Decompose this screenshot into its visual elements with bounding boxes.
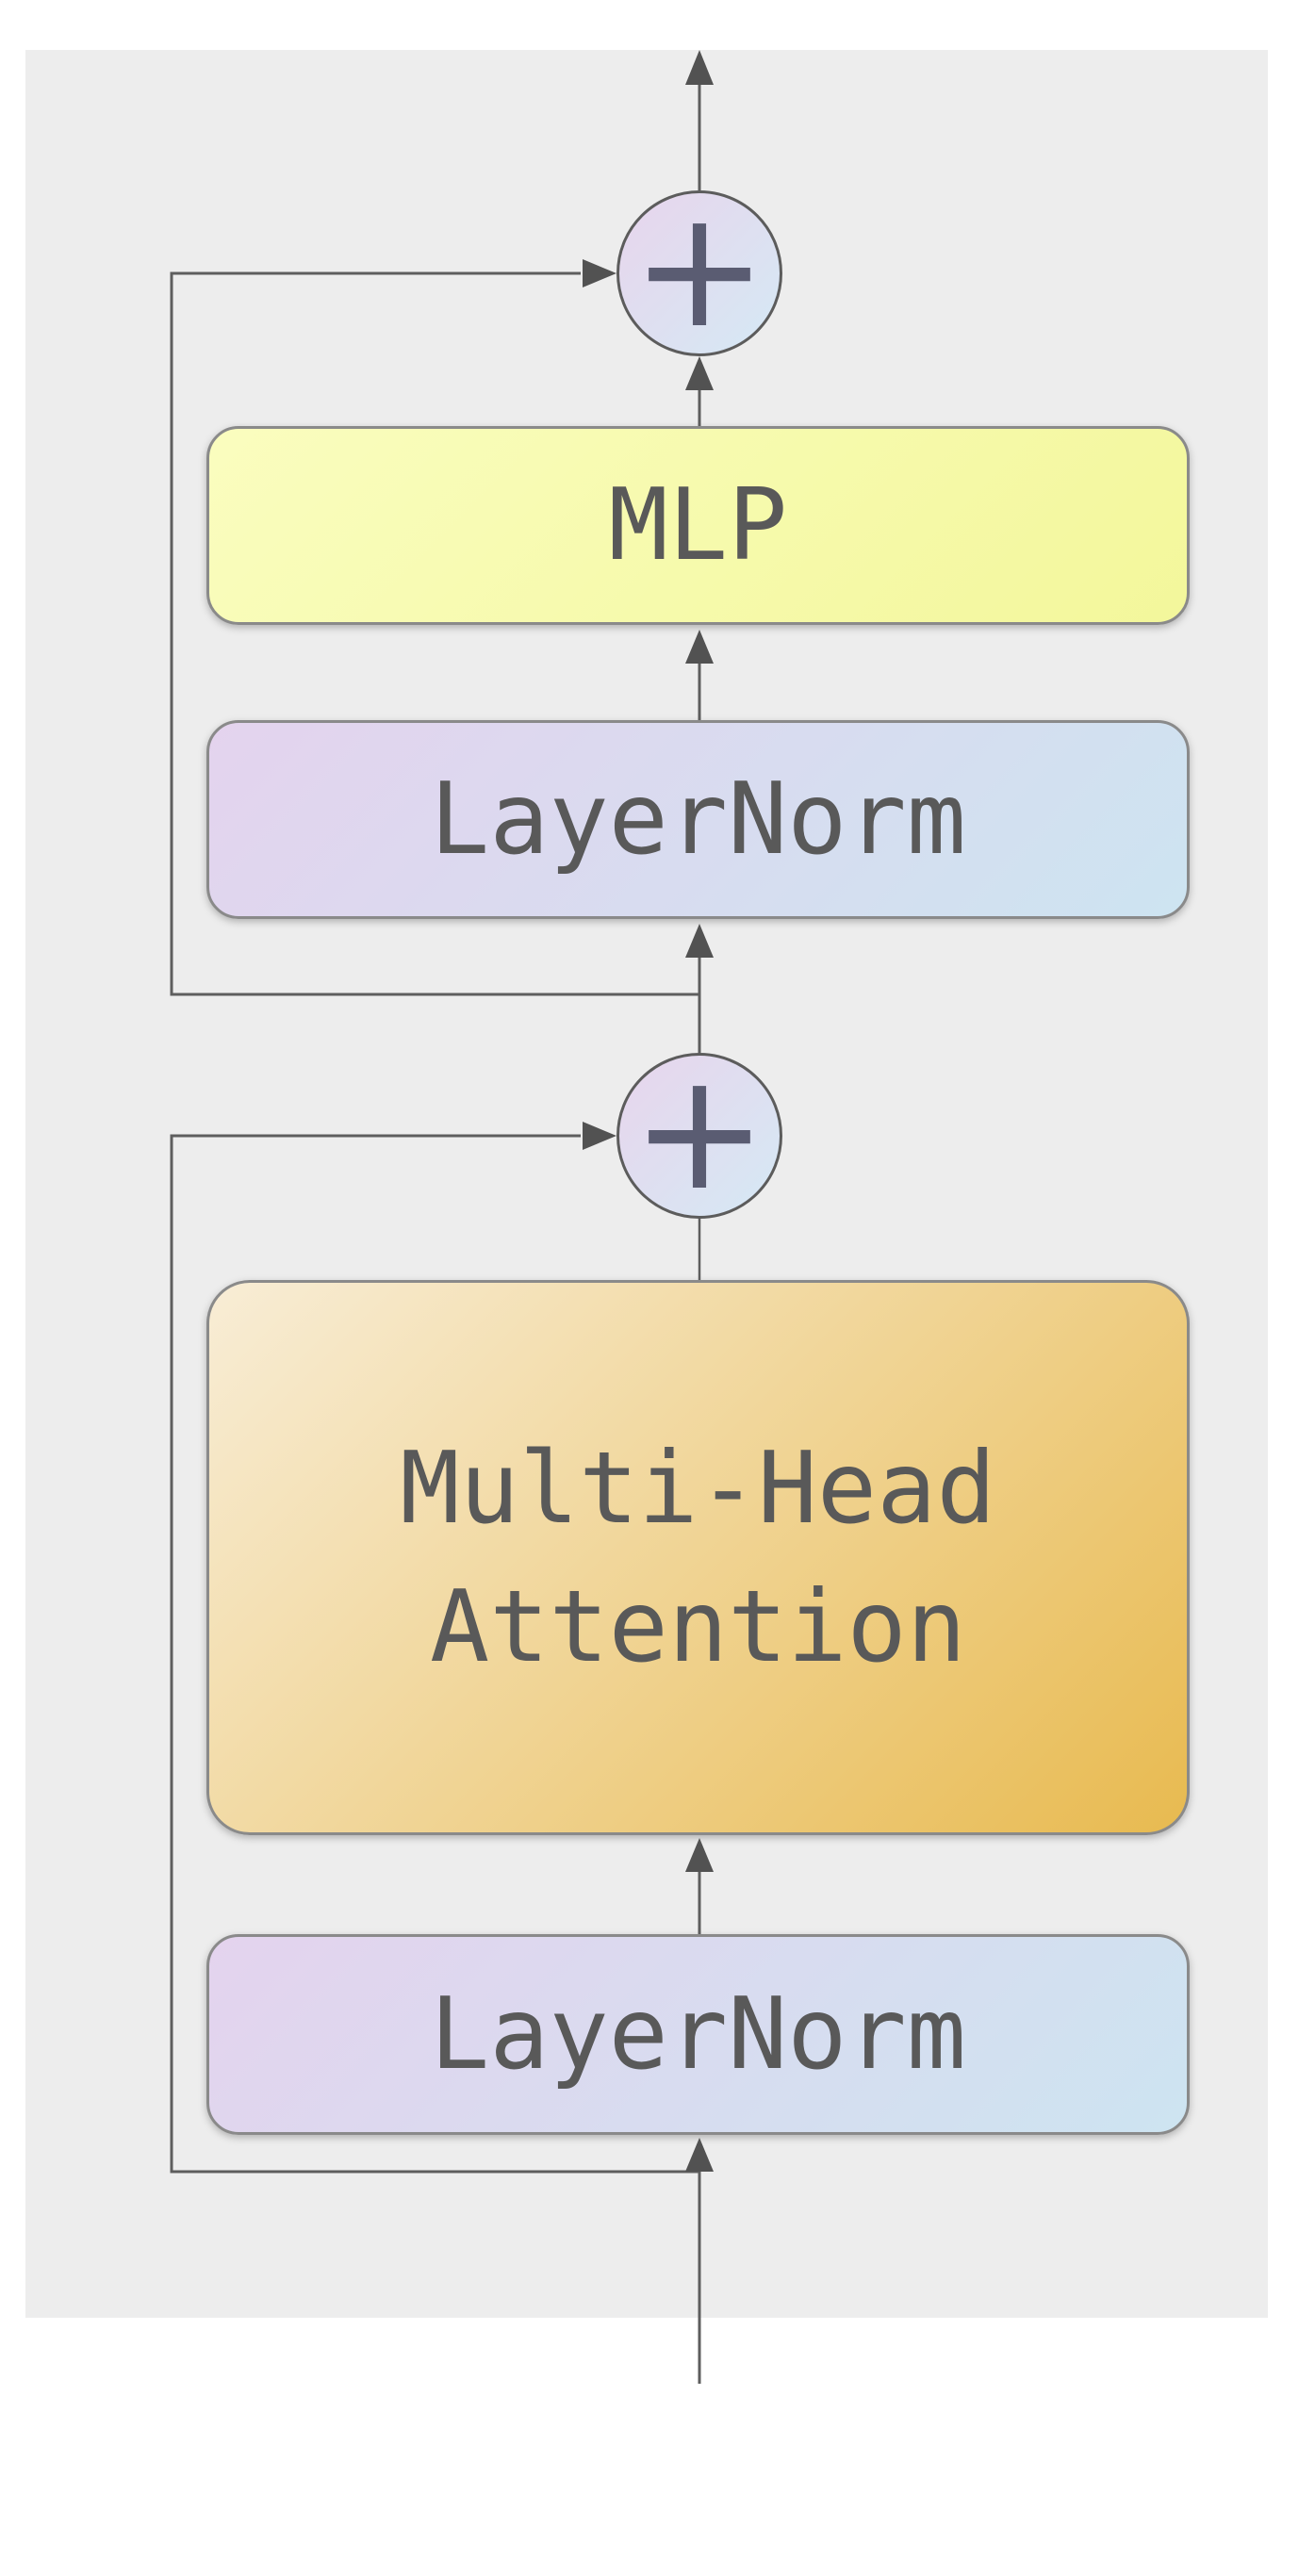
layernorm-bottom-label: LayerNorm bbox=[430, 1977, 966, 2092]
residual-skip-top-line bbox=[170, 271, 699, 996]
attention-label-line1: Multi-Head bbox=[400, 1430, 996, 1546]
residual-skip-bottom-arrowhead bbox=[583, 1122, 616, 1150]
output-arrowhead bbox=[685, 50, 714, 85]
layernorm-bottom-block: LayerNorm bbox=[206, 1934, 1190, 2135]
residual-add-top-circle: + bbox=[616, 174, 782, 364]
mlp-label: MLP bbox=[608, 468, 788, 582]
layernorm-top-label: LayerNorm bbox=[430, 762, 966, 877]
layernorm-top-to-mlp-arrowhead bbox=[685, 630, 714, 664]
input-arrowhead bbox=[685, 2138, 714, 2172]
mlp-to-add-top-arrowhead bbox=[685, 356, 714, 390]
layernorm-top-block: LayerNorm bbox=[206, 720, 1190, 919]
residual-skip-bottom-line bbox=[170, 1134, 699, 2174]
attention-label-line2: Attention bbox=[430, 1568, 966, 1684]
residual-skip-top-arrowhead bbox=[583, 259, 616, 287]
add-bottom-to-layernorm-top-arrowhead bbox=[685, 924, 714, 958]
plus-icon: + bbox=[631, 174, 768, 364]
residual-add-bottom-circle: + bbox=[616, 1037, 782, 1226]
mlp-block: MLP bbox=[206, 426, 1190, 625]
layernorm-bottom-to-attention-arrowhead bbox=[685, 1838, 714, 1872]
plus-icon: + bbox=[631, 1037, 768, 1226]
